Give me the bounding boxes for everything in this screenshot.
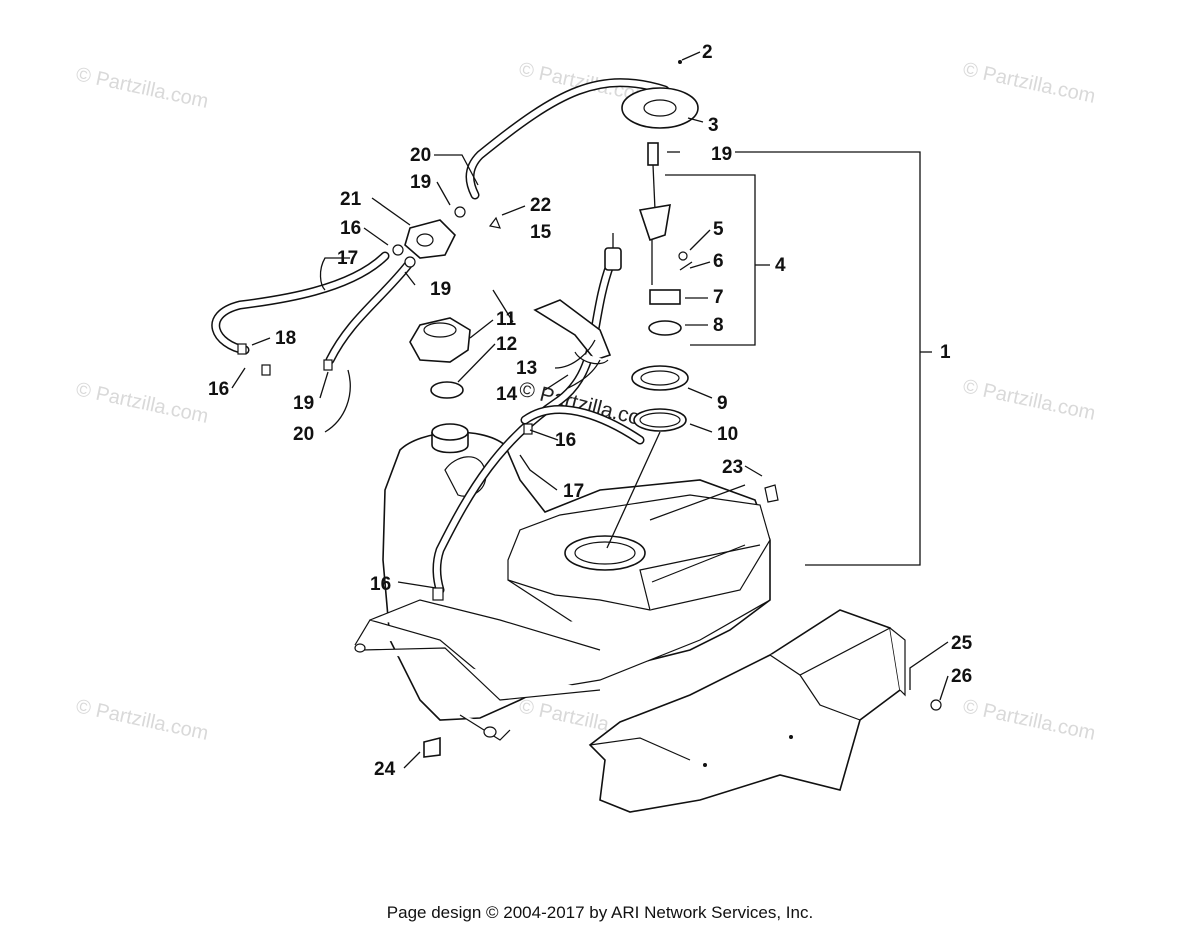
callout-17-a: 17 <box>337 248 358 269</box>
callout-numbers: 1 2 3 4 5 6 7 8 9 10 11 12 13 14 15 16 1… <box>208 42 973 780</box>
watermark-top-left: © Partzilla.com <box>74 63 210 113</box>
fuel-pump-assembly <box>638 142 693 336</box>
callout-23: 23 <box>722 457 743 478</box>
watermark-bottom-left: © Partzilla.com <box>74 695 210 745</box>
vent-hoses <box>211 78 670 595</box>
watermark-mid-left: © Partzilla.com <box>74 378 210 428</box>
fuel-cap <box>409 317 471 399</box>
callout-4: 4 <box>775 255 786 276</box>
callout-10: 10 <box>717 424 738 445</box>
callout-16-d: 16 <box>370 574 391 595</box>
callout-6: 6 <box>713 251 724 272</box>
callout-20-a: 20 <box>410 145 431 166</box>
callout-19-b: 19 <box>410 172 431 193</box>
callout-16-a: 16 <box>340 218 361 239</box>
callout-19-c: 19 <box>430 279 451 300</box>
callout-20-b: 20 <box>293 424 314 445</box>
page-footer: Page design © 2004-2017 by ARI Network S… <box>386 903 814 922</box>
watermark-bottom-right: © Partzilla.com <box>961 695 1097 745</box>
callout-16-b: 16 <box>208 379 229 400</box>
callout-13: 13 <box>516 358 537 379</box>
callout-9: 9 <box>717 393 728 414</box>
retainer-rings <box>606 365 689 549</box>
callout-1: 1 <box>940 342 951 363</box>
callout-26: 26 <box>951 666 972 687</box>
fuel-tank <box>354 423 771 741</box>
fuel-filter-bracket <box>533 233 622 365</box>
callout-16-c: 16 <box>555 430 576 451</box>
callout-15: 15 <box>530 222 552 243</box>
callout-2: 2 <box>702 42 713 63</box>
callout-19-a: 19 <box>711 144 732 165</box>
callout-22: 22 <box>530 195 551 216</box>
callout-7: 7 <box>713 287 724 308</box>
leader-lines <box>231 51 949 769</box>
callout-19-d: 19 <box>293 393 314 414</box>
callout-18: 18 <box>275 328 296 349</box>
callout-3: 3 <box>708 115 719 136</box>
callout-12: 12 <box>496 334 517 355</box>
small-parts <box>237 216 942 758</box>
callout-14: 14 <box>496 384 518 405</box>
pump-flange <box>621 60 699 129</box>
vent-valve <box>392 206 466 268</box>
callout-21: 21 <box>340 189 362 210</box>
callout-24: 24 <box>374 759 396 780</box>
watermark-mid-right: © Partzilla.com <box>961 375 1097 425</box>
callout-25: 25 <box>951 633 973 654</box>
watermark-top-right: © Partzilla.com <box>961 58 1097 108</box>
skid-plate <box>588 609 906 813</box>
callout-17-b: 17 <box>563 481 584 502</box>
callout-11: 11 <box>496 309 517 330</box>
callout-5: 5 <box>713 219 724 240</box>
callout-8: 8 <box>713 315 724 336</box>
